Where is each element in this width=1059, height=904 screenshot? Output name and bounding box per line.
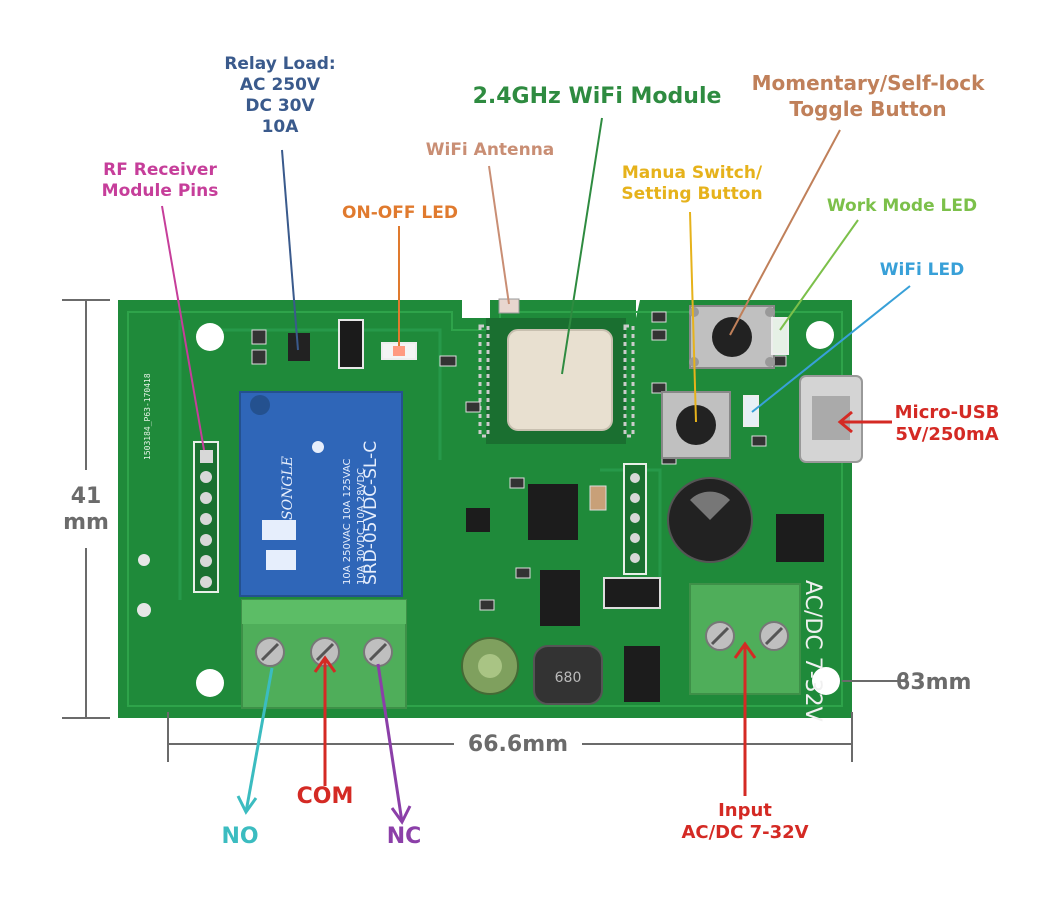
mount-hole bbox=[196, 669, 224, 697]
rf-receiver-label: RF Receiver Module Pins bbox=[101, 160, 219, 201]
arrow-nc bbox=[376, 663, 412, 825]
wifi-module-label: 2.4GHz WiFi Module bbox=[472, 84, 722, 109]
com-label: COM bbox=[296, 784, 354, 809]
hole-dimension-label: ϐ3mm bbox=[896, 670, 972, 695]
pointer-toggle-button bbox=[729, 129, 841, 336]
svg-text:10A 250VAC 10A 125VAC: 10A 250VAC 10A 125VAC bbox=[342, 458, 353, 585]
micro-usb-label: Micro-USB 5V/250mA bbox=[894, 402, 1000, 445]
rf-receiver-pins bbox=[193, 441, 219, 593]
mount-hole bbox=[806, 321, 834, 349]
pointer-relay-load bbox=[281, 149, 299, 351]
pointer-manual-switch bbox=[689, 211, 697, 423]
svg-text:SRD-05VDC-SL-C: SRD-05VDC-SL-C bbox=[361, 441, 381, 585]
manual-switch-label: Manua Switch/ Setting Button bbox=[621, 163, 763, 204]
micro-usb-port bbox=[799, 375, 863, 463]
work-mode-led-label: Work Mode LED bbox=[826, 196, 978, 216]
relay: SRD-05VDC-SL-C 10A 250VAC 10A 125VAC 10A… bbox=[239, 391, 403, 597]
arrow-com bbox=[313, 655, 337, 786]
toggle-button-label: Momentary/Self-lock Toggle Button bbox=[751, 71, 985, 121]
on-off-led-label: ON-OFF LED bbox=[342, 203, 458, 223]
pointer-wifi-module bbox=[561, 117, 603, 375]
svg-text:10A 30VDC 10A 28VDC: 10A 30VDC 10A 28VDC bbox=[356, 468, 367, 585]
arrow-micro-usb bbox=[837, 410, 892, 434]
height-dimension-label: 41 mm bbox=[63, 484, 109, 535]
mount-hole bbox=[196, 323, 224, 351]
manual-switch-button bbox=[661, 391, 731, 459]
nc-label: NC bbox=[386, 824, 422, 849]
wifi-antenna-label: WiFi Antenna bbox=[425, 140, 555, 160]
inductor: 680 bbox=[533, 645, 603, 705]
wifi-module bbox=[478, 318, 635, 444]
pointer-wifi-led bbox=[751, 285, 911, 413]
wifi-led bbox=[743, 395, 759, 427]
pointer-rf-receiver bbox=[161, 205, 205, 451]
pointer-wifi-antenna bbox=[488, 165, 510, 305]
no-label: NO bbox=[221, 824, 259, 849]
pointer-work-mode-led bbox=[779, 219, 859, 331]
pcb-code: 1503184_P63-170418 bbox=[143, 373, 152, 460]
width-dimension bbox=[167, 712, 853, 762]
input-label: Input AC/DC 7-32V bbox=[681, 800, 809, 843]
height-dimension bbox=[62, 299, 110, 719]
wifi-led-label: WiFi LED bbox=[879, 260, 965, 280]
svg-text:680: 680 bbox=[555, 670, 582, 686]
width-dimension-label: 66.6mm bbox=[467, 732, 569, 757]
relay-load-label: Relay Load: AC 250V DC 30V 10A bbox=[224, 54, 336, 137]
arrow-input bbox=[733, 641, 757, 796]
arrow-no bbox=[236, 667, 274, 815]
mount-hole bbox=[812, 667, 840, 695]
toggle-button bbox=[689, 305, 775, 369]
board-input-mark: AC/DC 7-32V bbox=[800, 580, 825, 722]
svg-text:SONGLE: SONGLE bbox=[280, 456, 296, 520]
work-mode-led bbox=[771, 317, 789, 355]
